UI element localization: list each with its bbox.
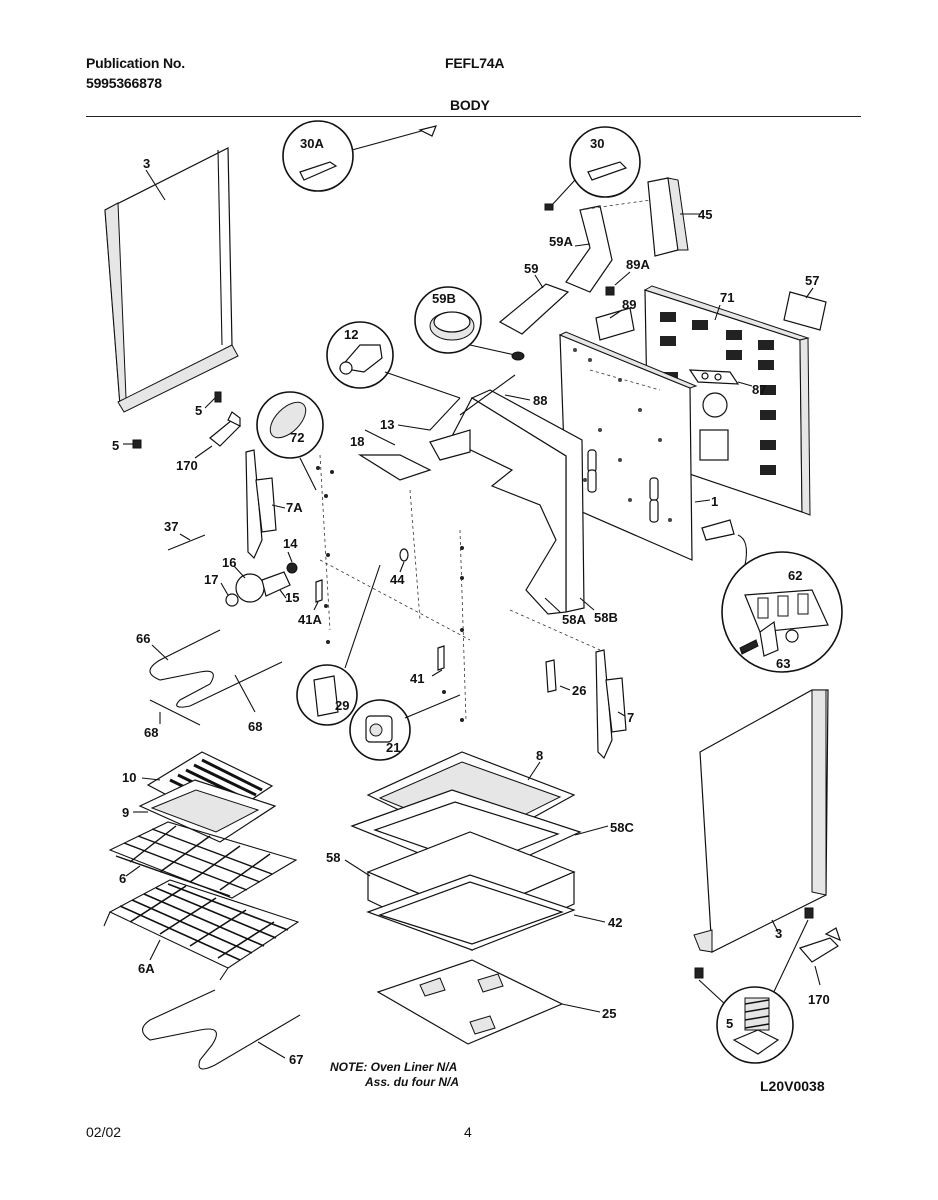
- oven-rack: [103, 879, 300, 981]
- part-label-25: 25: [602, 1006, 616, 1021]
- part-label-89: 89: [622, 297, 636, 312]
- drawing-code: L20V0038: [760, 1078, 825, 1094]
- control-box: [647, 177, 689, 257]
- part-label-68: 68: [144, 725, 158, 740]
- side-panel-right: [693, 689, 829, 953]
- callout-label-30a: 30A: [300, 136, 324, 151]
- callout-bubble: [414, 286, 482, 354]
- part-label-68: 68: [248, 719, 262, 734]
- part-label-10: 10: [122, 770, 136, 785]
- door-hinge: [245, 449, 277, 560]
- part-label-59a: 59A: [549, 234, 573, 249]
- oven-lamp: [225, 562, 298, 607]
- publication-number: 5995366878: [86, 75, 162, 91]
- part-label-18: 18: [350, 434, 364, 449]
- part-label-170: 170: [176, 458, 198, 473]
- heating-element: [149, 629, 283, 708]
- callout-label-5: 5: [726, 1016, 733, 1031]
- callout-bubble: [569, 126, 641, 198]
- part-label-13: 13: [380, 417, 394, 432]
- part-label-87: 87: [752, 382, 766, 397]
- air-duct: [565, 205, 613, 293]
- part-label-58c: 58C: [610, 820, 634, 835]
- part-label-59: 59: [524, 261, 538, 276]
- part-label-42: 42: [608, 915, 622, 930]
- bottom-panel: [366, 874, 576, 951]
- screw: [132, 439, 142, 449]
- part-label-41: 41: [410, 671, 424, 686]
- part-label-5: 5: [195, 403, 202, 418]
- publication-label: Publication No.: [86, 55, 185, 71]
- part-label-7a: 7A: [286, 500, 303, 515]
- callout-bubble: [296, 664, 358, 726]
- part-label-8: 8: [536, 748, 543, 763]
- label-plate: [783, 291, 827, 331]
- oven-rack: [108, 821, 298, 899]
- part-label-41a: 41A: [298, 612, 322, 627]
- part-label-71: 71: [720, 290, 734, 305]
- part-label-89a: 89A: [626, 257, 650, 272]
- part-label-57: 57: [805, 273, 819, 288]
- part-label-58a: 58A: [562, 612, 586, 627]
- part-label-58: 58: [326, 850, 340, 865]
- heating-element: [141, 989, 301, 1070]
- air-duct: [498, 283, 570, 335]
- callout-bubble: [716, 986, 794, 1064]
- callout-label-12: 12: [344, 327, 358, 342]
- page-number: 4: [464, 1124, 472, 1140]
- header-rule: [86, 116, 861, 117]
- drawer-bottom: [376, 959, 564, 1045]
- footer-date: 02/02: [86, 1124, 122, 1140]
- callout-label-62: 62: [788, 568, 802, 583]
- front-frame: [558, 331, 698, 561]
- part-label-3: 3: [775, 926, 782, 941]
- callout-bubble: [326, 321, 394, 389]
- callout-label-59b: 59B: [432, 291, 456, 306]
- note-line-2: Ass. du four N/A: [365, 1075, 460, 1089]
- part-label-66: 66: [136, 631, 150, 646]
- callout-bubble: [349, 699, 411, 761]
- part-label-16: 16: [222, 555, 236, 570]
- part-label-15: 15: [285, 590, 299, 605]
- part-label-1: 1: [711, 494, 718, 509]
- part-label-3: 3: [143, 156, 150, 171]
- bracket: [798, 927, 841, 963]
- part-label-88: 88: [533, 393, 547, 408]
- callout-bubble: [282, 120, 354, 192]
- part-label-17: 17: [204, 572, 218, 587]
- part-label-170: 170: [808, 992, 830, 1007]
- side-panel-left: [104, 147, 239, 413]
- part-label-45: 45: [698, 207, 712, 222]
- door-hinge: [595, 649, 627, 760]
- bracket: [209, 411, 241, 447]
- plate: [688, 369, 740, 385]
- callout-label-30: 30: [590, 136, 604, 151]
- callout-label-21: 21: [386, 740, 400, 755]
- part-label-6: 6: [119, 871, 126, 886]
- part-label-26: 26: [572, 683, 586, 698]
- part-label-9: 9: [122, 805, 129, 820]
- screw: [214, 391, 222, 403]
- callout-label-29: 29: [335, 698, 349, 713]
- callout-bubble: [256, 391, 324, 459]
- part-label-14: 14: [283, 536, 298, 551]
- insulation-frame: [449, 389, 585, 615]
- bracket: [595, 307, 635, 341]
- part-label-37: 37: [164, 519, 178, 534]
- part-label-58b: 58B: [594, 610, 618, 625]
- callout-label-63: 63: [776, 656, 790, 671]
- model-number: FEFL74A: [445, 55, 505, 71]
- part-label-67: 67: [289, 1052, 303, 1067]
- part-label-5: 5: [112, 438, 119, 453]
- part-label-6a: 6A: [138, 961, 155, 976]
- part-label-44: 44: [390, 572, 405, 587]
- callout-bubble: [721, 551, 843, 673]
- part-label-7: 7: [627, 710, 634, 725]
- section-title: BODY: [450, 97, 490, 113]
- callout-label-72: 72: [290, 430, 304, 445]
- note-line-1: NOTE: Oven Liner N/A: [330, 1060, 458, 1074]
